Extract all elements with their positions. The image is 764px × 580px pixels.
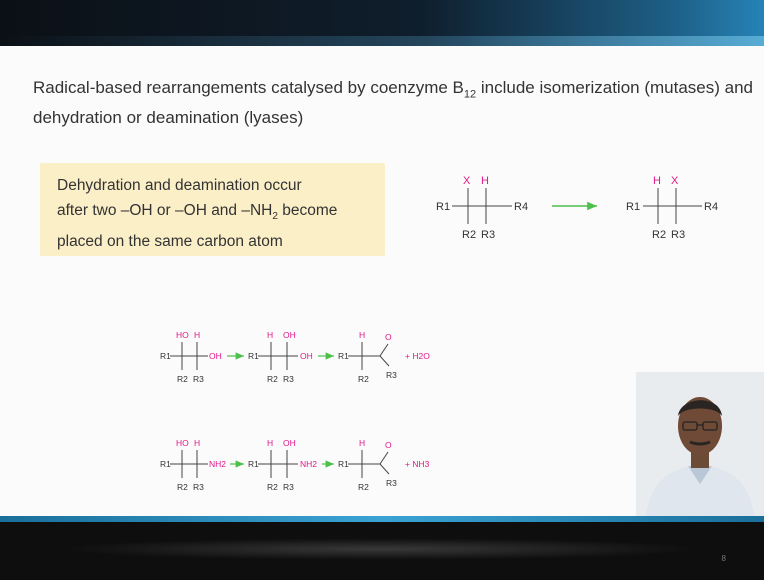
svg-text:R1: R1 — [436, 201, 450, 213]
note-line-1: Dehydration and deamination occur — [57, 177, 302, 194]
svg-text:R3: R3 — [283, 374, 294, 384]
slide-title: Radical-based rearrangements catalysed b… — [33, 78, 753, 128]
svg-text:R4: R4 — [514, 201, 528, 213]
bottom-glow — [60, 538, 700, 560]
deamination-scheme: HO H R1 NH2 R2 R3 H OH R1 NH2 R2 R3 H O … — [160, 438, 430, 492]
svg-text:R2: R2 — [652, 229, 666, 241]
slide: Radical-based rearrangements catalysed b… — [0, 46, 764, 516]
svg-text:R3: R3 — [481, 229, 495, 241]
svg-text:OH: OH — [283, 330, 296, 340]
bottom-stripe — [0, 516, 764, 522]
svg-text:R1: R1 — [338, 459, 349, 469]
water-product: + H2O — [405, 351, 430, 361]
svg-text:R2: R2 — [267, 482, 278, 492]
ammonia-product: + NH3 — [405, 459, 430, 469]
svg-text:R2: R2 — [267, 374, 278, 384]
svg-text:H: H — [267, 330, 273, 340]
bottom-banner: 8 — [0, 516, 764, 580]
note-line-3: placed on the same carbon atom — [57, 233, 283, 251]
svg-text:R2: R2 — [358, 374, 369, 384]
svg-text:R3: R3 — [671, 229, 685, 241]
svg-text:R2: R2 — [358, 482, 369, 492]
svg-text:H: H — [194, 330, 200, 340]
svg-text:NH2: NH2 — [300, 459, 317, 469]
note-line-2: after two –OH or –OH and –NH2 become — [57, 202, 338, 223]
svg-text:R1: R1 — [160, 351, 171, 361]
presenter-video — [636, 372, 764, 516]
top-banner — [0, 0, 764, 46]
svg-text:R2: R2 — [177, 482, 188, 492]
product-structure: H X R1 R4 R2 R3 — [626, 175, 718, 241]
svg-text:OH: OH — [209, 351, 222, 361]
svg-text:OH: OH — [300, 351, 313, 361]
svg-text:R1: R1 — [338, 351, 349, 361]
svg-text:R2: R2 — [462, 229, 476, 241]
dehydration-scheme: HO H R1 OH R2 R3 H OH R1 OH R2 R3 H O R1… — [160, 330, 430, 384]
svg-text:H: H — [267, 438, 273, 448]
svg-text:O: O — [385, 332, 392, 342]
reactant-structure: X H R1 R4 R2 R3 — [436, 175, 528, 241]
page-number: 8 — [721, 554, 726, 563]
svg-text:H: H — [359, 330, 365, 340]
general-rearrangement-scheme: X H R1 R4 R2 R3 H X R1 R4 R2 R3 HO H R1 … — [160, 175, 718, 492]
svg-text:R3: R3 — [193, 374, 204, 384]
svg-text:H: H — [653, 175, 661, 187]
svg-text:R3: R3 — [386, 370, 397, 380]
svg-text:R1: R1 — [248, 351, 259, 361]
svg-text:R3: R3 — [193, 482, 204, 492]
banner-shine — [0, 36, 764, 46]
svg-text:O: O — [385, 440, 392, 450]
svg-text:R1: R1 — [626, 201, 640, 213]
svg-text:OH: OH — [283, 438, 296, 448]
svg-text:R2: R2 — [177, 374, 188, 384]
svg-text:R1: R1 — [248, 459, 259, 469]
svg-text:H: H — [481, 175, 489, 187]
highlight-note: Dehydration and deamination occur after … — [40, 163, 385, 256]
svg-text:HO: HO — [176, 438, 189, 448]
svg-text:R3: R3 — [386, 478, 397, 488]
svg-text:NH2: NH2 — [209, 459, 226, 469]
svg-text:X: X — [671, 175, 679, 187]
svg-text:HO: HO — [176, 330, 189, 340]
svg-text:R1: R1 — [160, 459, 171, 469]
svg-text:R4: R4 — [704, 201, 718, 213]
substituent-x: X — [463, 175, 471, 187]
svg-text:H: H — [194, 438, 200, 448]
svg-text:H: H — [359, 438, 365, 448]
svg-text:R3: R3 — [283, 482, 294, 492]
